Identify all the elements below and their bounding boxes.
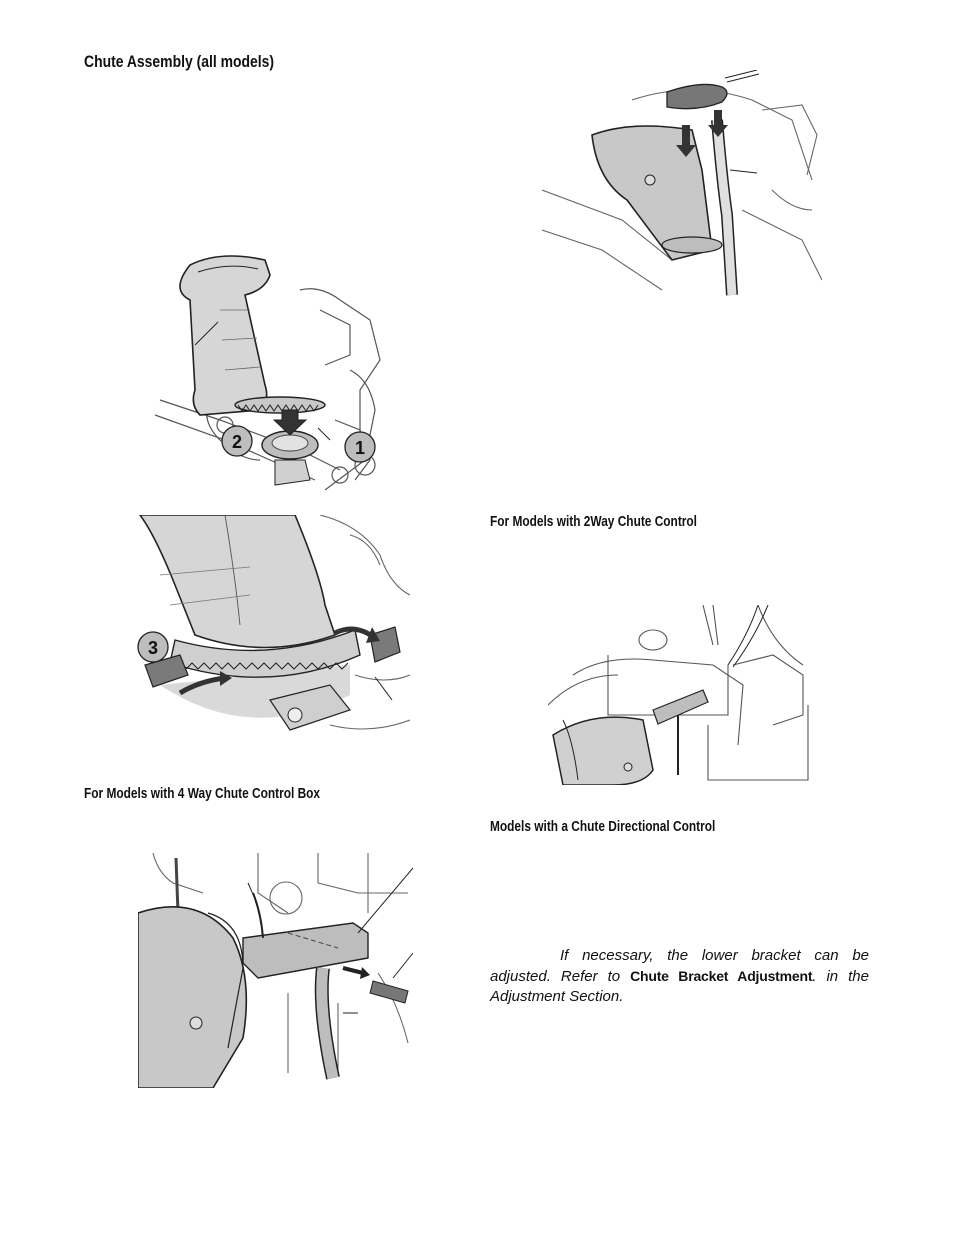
figure-chute-clamps: 3 [130,515,410,745]
callout-3: 3 [148,638,158,658]
section-title: Chute Assembly (all models) [84,52,275,71]
chute-bracket-adjustment-reference: Chute Bracket Adjustment [630,968,813,984]
note-text-after: . in the Adjustment Section. [490,968,869,1005]
subheading-two-way: For Models with 2Way Chute Control [490,514,697,530]
callout-2: 2 [232,432,242,452]
figure-four-way-control [138,853,413,1088]
figure-chute-crank [542,70,822,300]
figure-chute-placement: 2 1 [150,250,395,495]
callout-1: 1 [355,438,365,458]
note-text: If necessary, the lower bracket can be a… [490,947,869,985]
subheading-four-way: For Models with 4 Way Chute Control Box [84,786,321,802]
adjustment-note: If necessary, the lower bracket can be a… [490,946,869,1007]
figure-two-way-control [548,605,810,785]
subheading-directional: Models with a Chute Directional Control [490,819,716,835]
